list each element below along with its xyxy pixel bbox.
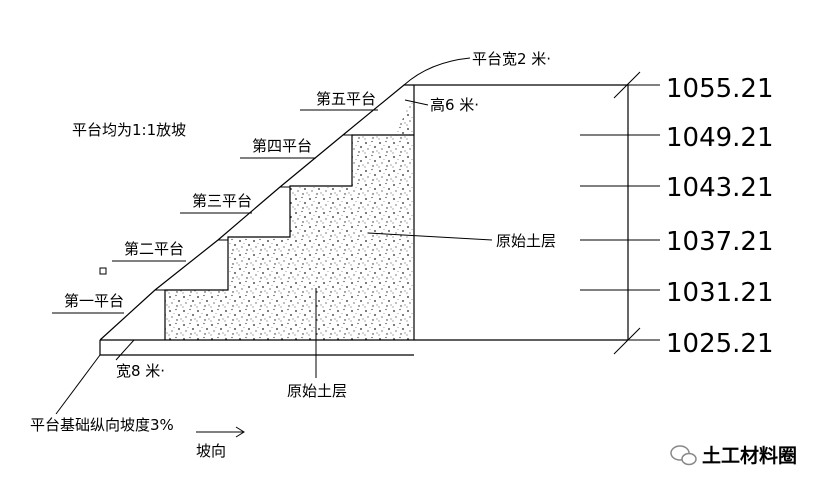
- height-label: 高6 米·: [430, 96, 479, 114]
- base-width-label: 宽8 米·: [116, 362, 165, 380]
- slope-arrow-head: [235, 426, 245, 438]
- soil-leader-right: [367, 232, 493, 241]
- original-soil-label-right: 原始土层: [496, 232, 556, 250]
- platform-label-5: 第五平台: [316, 90, 376, 108]
- slope-direction-label: 坡向: [196, 442, 226, 460]
- base-slope-label: 平台基础纵向坡度3%: [30, 416, 174, 434]
- elevation-label: 1031.21: [666, 278, 774, 308]
- elevation-label: 1049.21: [666, 123, 774, 153]
- slope-ratio-note: 平台均为1:1放坡: [72, 121, 186, 139]
- slope-profile: [99, 340, 414, 356]
- platform-label-4: 第四平台: [252, 137, 312, 155]
- platform-label-2: 第二平台: [124, 240, 184, 258]
- elevation-label: 1025.21: [666, 329, 774, 359]
- height-leader: [404, 99, 429, 106]
- marker-square: [99, 267, 107, 275]
- watermark-text: 土工材料圈: [702, 444, 797, 467]
- wechat-icon: [670, 445, 697, 466]
- platform-label-1: 第一平台: [64, 292, 124, 310]
- tick-bottom: [613, 327, 641, 355]
- platform-width-label: 平台宽2 米·: [472, 50, 551, 68]
- elevation-label: 1055.21: [666, 74, 774, 104]
- base-slope-leader: [55, 354, 101, 415]
- elevation-label: 1037.21: [666, 227, 774, 257]
- platform-width-leader: [403, 57, 471, 86]
- platform-label-3: 第三平台: [192, 192, 252, 210]
- base-width-leader: [115, 339, 135, 361]
- soil-fill: [165, 95, 414, 340]
- original-soil-label-bottom: 原始土层: [287, 382, 347, 400]
- step-profile: [164, 134, 414, 340]
- elevation-label: 1043.21: [666, 173, 774, 203]
- tick-top: [613, 71, 641, 99]
